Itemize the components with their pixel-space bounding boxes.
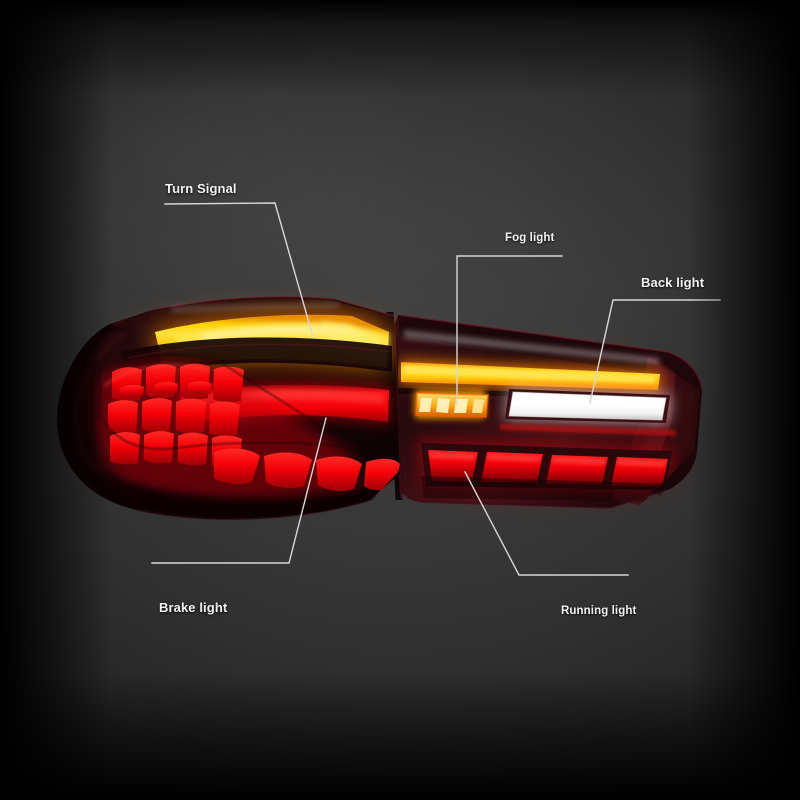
callout-label-running-light: Running light	[561, 605, 637, 617]
callout-label-brake-light: Brake light	[159, 600, 228, 615]
callout-label-back-light: Back light	[641, 275, 705, 290]
callout-label-turn-signal: Turn Signal	[165, 181, 237, 196]
callout-label-fog-light: Fog light	[505, 232, 555, 244]
